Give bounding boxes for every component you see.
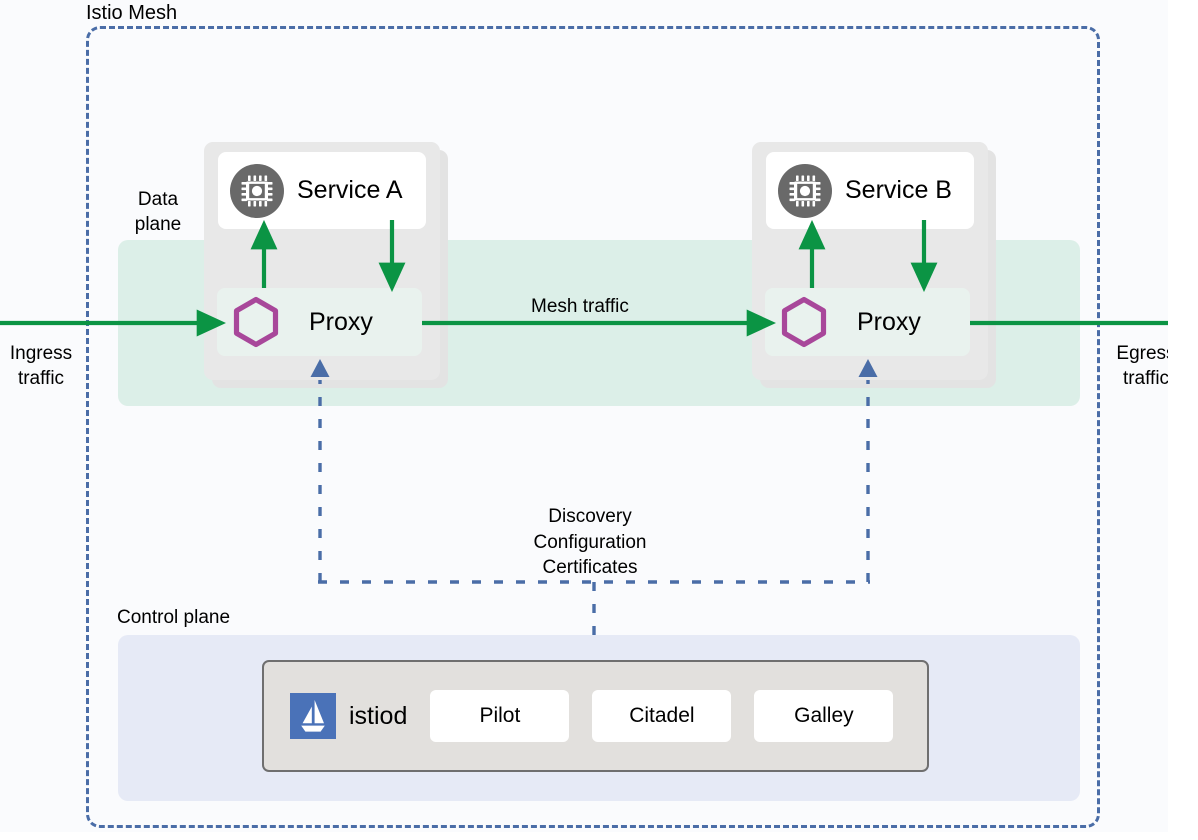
proxy-a-box[interactable]: Proxy	[217, 288, 422, 356]
hexagon-icon	[229, 295, 283, 349]
mesh-traffic-label: Mesh traffic	[531, 296, 629, 317]
proxy-a-label: Proxy	[309, 307, 373, 336]
istiod-box[interactable]: istiod Pilot Citadel Galley	[262, 660, 929, 772]
istiod-label: istiod	[349, 701, 408, 730]
proxy-b-box[interactable]: Proxy	[765, 288, 970, 356]
pod-service-a: Service A Proxy	[204, 142, 448, 388]
hexagon-icon	[777, 295, 831, 349]
component-citadel[interactable]: Citadel	[592, 690, 732, 742]
service-b-label: Service B	[845, 176, 952, 204]
page-bottom-margin	[0, 832, 1198, 840]
chip-icon	[778, 163, 832, 218]
proxy-b-label: Proxy	[857, 307, 921, 336]
control-plane-label: Control plane	[117, 607, 231, 628]
service-b-box[interactable]: Service B	[766, 152, 974, 229]
istio-sail-icon	[290, 693, 336, 739]
component-pilot[interactable]: Pilot	[430, 690, 570, 742]
mesh-title: Istio Mesh	[86, 2, 178, 24]
ingress-traffic-label: Ingress traffic	[9, 343, 73, 389]
chip-icon	[230, 163, 284, 218]
component-galley[interactable]: Galley	[754, 690, 894, 742]
data-plane-label: Data plane	[134, 189, 182, 235]
service-a-label: Service A	[297, 176, 403, 204]
page-right-margin	[1168, 0, 1198, 840]
istiod-brand: istiod	[290, 693, 407, 739]
pod-service-b: Service B Proxy	[752, 142, 996, 388]
egress-traffic-label: Egress traffic	[1116, 343, 1176, 389]
discovery-configuration-certificates-label: Discovery Configuration Certificates	[533, 506, 647, 578]
service-a-box[interactable]: Service A	[218, 152, 426, 229]
istio-mesh-boundary	[86, 26, 1100, 828]
